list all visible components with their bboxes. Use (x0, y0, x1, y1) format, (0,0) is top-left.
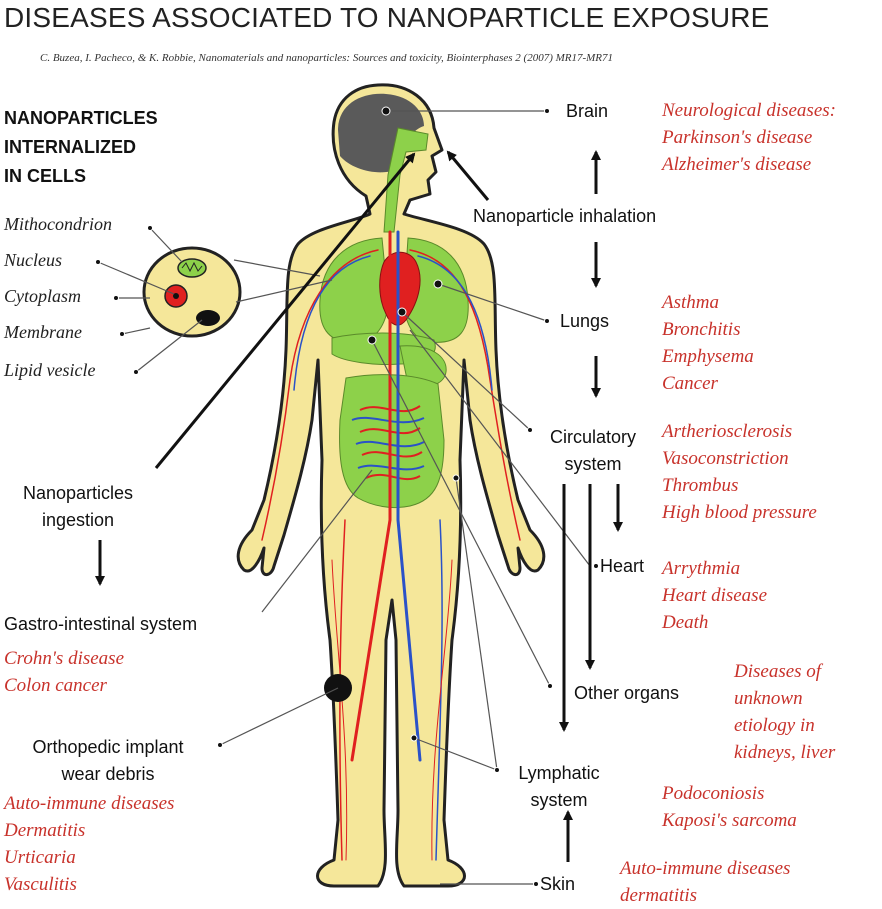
disease-item: Emphysema (662, 346, 754, 367)
disease-item: Neurological diseases: (662, 100, 836, 121)
diseases-other-organs: Diseases of unknown etiology in kidneys,… (734, 658, 835, 766)
organ-lymphatic: Lymphatic system (500, 760, 618, 814)
organ-orthopedic-line: wear debris (61, 764, 155, 784)
diseases-brain: Neurological diseases: Parkinson's disea… (662, 97, 836, 178)
disease-item: Vasoconstriction (662, 448, 789, 469)
connector-dots (95, 106, 599, 887)
disease-item: Parkinson's disease (662, 127, 813, 148)
cells-heading: NANOPARTICLES INTERNALIZED IN CELLS (4, 104, 158, 191)
blood-vessels (261, 230, 521, 861)
diseases-circulatory: Artheriosclerosis Vasoconstriction Throm… (662, 418, 817, 526)
disease-item: dermatitis (620, 885, 698, 906)
cells-heading-line: IN CELLS (4, 166, 87, 186)
ingestion-label-line: ingestion (41, 510, 115, 530)
disease-item: kidneys, liver (734, 742, 836, 763)
disease-item: Auto-immune diseases (620, 858, 791, 879)
diseases-orthopedic: Auto-immune diseases Dermatitis Urticari… (4, 790, 174, 898)
ingestion-label: Nanoparticles ingestion (0, 480, 156, 534)
cell-part-label: Mithocondrion (4, 214, 112, 234)
disease-item: Diseases of (734, 661, 822, 682)
disease-item: Thrombus (662, 475, 739, 496)
brain-shape (338, 93, 424, 173)
diagram-title: DISEASES ASSOCIATED TO NANOPARTICLE EXPO… (4, 2, 770, 33)
cell-part-label: Membrane (4, 322, 82, 342)
disease-item: Crohn's disease (4, 648, 125, 669)
disease-item: Podoconiosis (662, 783, 765, 804)
organ-orthopedic: Orthopedic implant wear debris (0, 734, 216, 788)
organ-circulatory-line: system (564, 454, 622, 474)
disease-item: etiology in (734, 715, 815, 736)
diseases-skin: Auto-immune diseases dermatitis (620, 855, 790, 909)
cells-heading-line: NANOPARTICLES (4, 108, 158, 128)
ingestion-label-line: Nanoparticles (22, 483, 134, 503)
organ-skin: Skin (540, 874, 576, 894)
disease-item: Bronchitis (662, 319, 741, 340)
organ-heart: Heart (600, 556, 645, 576)
organ-lungs: Lungs (560, 311, 610, 331)
organ-other: Other organs (574, 683, 680, 703)
disease-item: Colon cancer (4, 675, 107, 696)
disease-item: Dermatitis (4, 820, 86, 841)
diseases-gastro: Crohn's disease Colon cancer (4, 645, 124, 699)
diseases-lymphatic: Podoconiosis Kaposi's sarcoma (662, 780, 797, 834)
disease-item: High blood pressure (662, 502, 817, 523)
organ-gastro: Gastro-intestinal system (4, 614, 198, 634)
diseases-heart: Arrythmia Heart disease Death (662, 555, 767, 636)
lungs-shape (319, 237, 469, 343)
disease-item: Artheriosclerosis (662, 421, 793, 442)
organ-circulatory: Circulatory system (530, 424, 656, 478)
disease-item: Death (662, 612, 709, 633)
disease-item: Vasculitis (4, 874, 77, 895)
disease-item: Heart disease (662, 585, 768, 606)
disease-item: Auto-immune diseases (4, 793, 175, 814)
disease-item: Alzheimer's disease (662, 154, 812, 175)
inhalation-label: Nanoparticle inhalation (473, 206, 657, 226)
organ-brain: Brain (566, 101, 609, 121)
airway-shape (383, 127, 429, 233)
organ-lymphatic-line: Lymphatic (518, 763, 600, 783)
disease-item: unknown (734, 688, 803, 709)
diseases-lungs: Asthma Bronchitis Emphysema Cancer (662, 289, 754, 397)
cells-heading-line: INTERNALIZED (4, 137, 136, 157)
citation: C. Buzea, I. Pacheco, & K. Robbie, Nanom… (40, 52, 614, 64)
organ-circulatory-line: Circulatory (549, 427, 637, 447)
disease-item: Kaposi's sarcoma (662, 810, 797, 831)
organ-lymphatic-line: system (530, 790, 588, 810)
cell-part-label: Lipid vesicle (4, 360, 96, 380)
leader-lines (97, 110, 591, 885)
disease-item: Cancer (662, 373, 718, 394)
disease-item: Arrythmia (662, 558, 741, 579)
cell-part-label: Nucleus (4, 250, 62, 270)
disease-item: Urticaria (4, 847, 76, 868)
organ-orthopedic-line: Orthopedic implant (32, 737, 184, 757)
disease-item: Asthma (662, 292, 719, 313)
lipid-vesicle-shape (196, 310, 220, 326)
cell-diagram (142, 246, 242, 338)
cell-part-label: Cytoplasm (4, 286, 82, 306)
flow-arrows (95, 150, 623, 862)
